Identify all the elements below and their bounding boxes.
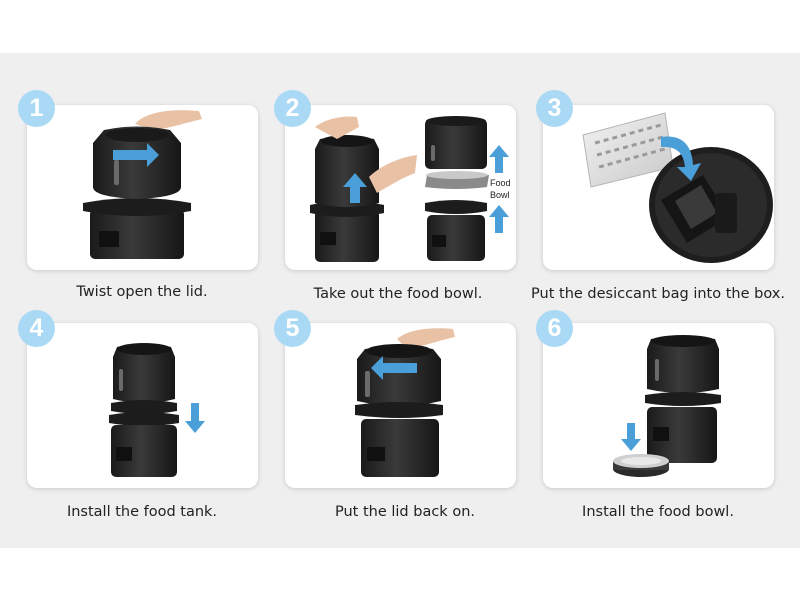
- step-5-card: [285, 323, 516, 488]
- step-6-badge: 6: [536, 310, 573, 347]
- step-2-caption: Take out the food bowl.: [313, 286, 483, 302]
- step-3-badge: 3: [536, 90, 573, 127]
- step-1-badge: 1: [18, 90, 55, 127]
- desiccant-bag-into-lid-icon: [582, 112, 773, 263]
- step-3-card: [543, 105, 774, 270]
- device-lid-twist-open-icon: [83, 110, 202, 259]
- step-1-card: [27, 105, 258, 270]
- step-5-badge: 5: [274, 310, 311, 347]
- step-5-caption: Put the lid back on.: [335, 504, 475, 520]
- step-6-card: [543, 323, 774, 488]
- food-bowl-label-line1: Food: [490, 178, 511, 188]
- step-3-caption: Put the desiccant bag into the box.: [531, 286, 785, 302]
- step-2-badge: 2: [274, 90, 311, 127]
- step-1-caption: Twist open the lid.: [76, 284, 208, 300]
- step-6-caption: Install the food bowl.: [582, 504, 734, 520]
- step-4-card: [27, 323, 258, 488]
- device-install-tank-icon: [109, 343, 205, 477]
- step-4-caption: Install the food tank.: [66, 504, 218, 520]
- device-lid-back-on-icon: [355, 328, 455, 477]
- step-2-card: Food Bowl: [285, 105, 516, 270]
- step-4-badge: 4: [18, 310, 55, 347]
- instructions-panel: 1 Twist open the lid.: [0, 53, 800, 548]
- device-install-bowl-icon: [613, 335, 721, 477]
- food-bowl-label-line2: Bowl: [490, 190, 510, 200]
- device-remove-bowl-icon: Food Bowl: [310, 116, 511, 262]
